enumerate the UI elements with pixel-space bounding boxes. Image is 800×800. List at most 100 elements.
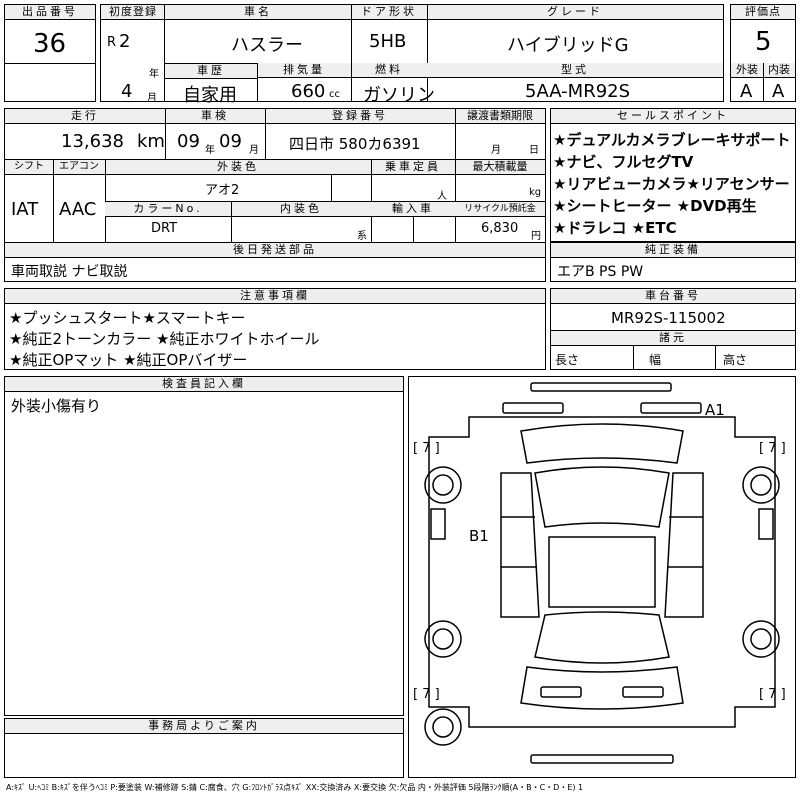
ext-label: 外装 — [731, 63, 763, 78]
score-label: 評価点 — [731, 5, 795, 20]
lot-box: 出品番号 36 — [4, 4, 96, 102]
reg-year: 2 — [119, 31, 131, 52]
recycle-label: リサイクル預託金 — [455, 202, 545, 217]
history-label: 車歴 — [165, 63, 257, 79]
office-label: 事務局よりご案内 — [5, 719, 403, 734]
model-label: 型式 — [427, 63, 723, 78]
colorno-label: カラーNo. — [105, 202, 231, 217]
displacement-unit: cc — [329, 89, 340, 100]
fuel-value: ガソリン — [363, 85, 435, 106]
inspection-month-unit: 月 — [249, 145, 259, 156]
plate-label: 登録番号 — [265, 109, 455, 124]
inspection-month: 09 — [219, 131, 242, 152]
inspection-year: 09 — [177, 131, 200, 152]
mileage-value: 13,638 — [61, 131, 124, 152]
car-diagram-box: A1 B1 [ 7 ] [ 7 ] [ 7 ] [ 7 ] — [408, 376, 796, 778]
year-unit: 年 — [149, 69, 159, 80]
bracket-mark: [ 7 ] — [759, 441, 786, 456]
interior-unit: 系 — [357, 231, 367, 242]
lot-label: 出品番号 — [5, 5, 95, 20]
score-box: 評価点 5 外装 内装 A A — [730, 4, 796, 102]
colorno-value: DRT — [151, 221, 178, 236]
inspector-box: 検査員記入欄 外装小傷有り — [4, 376, 404, 716]
plate-value: 四日市 580カ6391 — [289, 135, 421, 153]
int-value: A — [772, 81, 785, 102]
capacity-label: 乗車定員 — [371, 160, 455, 175]
mileage-label: 走行 — [5, 109, 165, 124]
grade-label: グレード — [427, 5, 723, 20]
mileage-unit: km — [137, 131, 165, 152]
later-label: 後日発送部品 — [5, 243, 545, 258]
inspector-value: 外装小傷有り — [11, 397, 102, 415]
transfer-day: 日 — [529, 145, 539, 156]
later-value: 車両取説 ナビ取説 — [11, 264, 128, 280]
capacity-unit: 人 — [437, 191, 447, 202]
displacement-value: 660 — [291, 81, 326, 102]
ac-value: AAC — [59, 199, 97, 220]
legend-text: A:ｷｽﾞ U:ﾍｺﾐ B:ｷｽﾞを伴うﾍｺﾐ P:要塗装 W:補修跡 S:錆 … — [6, 783, 584, 792]
chassis-box: 車台番号 MR92S-115002 諸元 長さ 幅 高さ — [550, 288, 796, 370]
grade-value: ハイブリッドG — [507, 35, 629, 56]
import-label: 輸入車 — [371, 202, 455, 217]
bracket-mark: [ 7 ] — [413, 687, 440, 702]
notes-line: ★純正OPマット ★純正OPバイザー — [9, 351, 248, 369]
notes-box: 注意事項欄 ★プッシュスタート★スマートキー ★純正2トーンカラー ★純正ホワイ… — [4, 288, 546, 370]
shift-label: シフト — [5, 160, 53, 175]
first-reg-label: 初度登録 — [101, 5, 165, 20]
selling-point-item: ★ドラレコ ★ETC — [553, 219, 677, 237]
era: R — [107, 35, 117, 50]
notes-line: ★純正2トーンカラー ★純正ホワイトホイール — [9, 330, 320, 348]
history-value: 自家用 — [183, 85, 237, 106]
chassis-value: MR92S-115002 — [611, 309, 726, 327]
selling-point-item: ★ナビ、フルセグTV — [553, 153, 694, 171]
score-value: 5 — [755, 27, 772, 57]
int-label: 内装 — [763, 63, 795, 78]
model-value: 5AA-MR92S — [525, 81, 631, 102]
load-label: 最大積載量 — [455, 160, 545, 175]
notes-label: 注意事項欄 — [5, 289, 545, 304]
transfer-label: 譲渡書類期限 — [455, 109, 545, 124]
inspector-label: 検査員記入欄 — [5, 377, 403, 392]
selling-points-box: セールスポイント ★デュアルカメラブレーキサポート ★ナビ、フルセグTV ★リア… — [550, 108, 796, 242]
lot-value: 36 — [33, 29, 67, 59]
shift-value: IAT — [11, 199, 39, 220]
selling-points-label: セールスポイント — [551, 109, 795, 124]
selling-point-item: ★デュアルカメラブレーキサポート — [553, 131, 791, 149]
inspection-year-unit: 年 — [205, 145, 215, 156]
notes-line: ★プッシュスタート★スマートキー — [9, 309, 246, 327]
color-label: 外装色 — [105, 160, 371, 175]
selling-point-item: ★シートヒーター ★DVD再生 — [553, 197, 757, 215]
displacement-label: 排気量 — [257, 63, 351, 78]
bracket-mark: [ 7 ] — [413, 441, 440, 456]
ext-value: A — [740, 81, 753, 102]
ac-label: エアコン — [53, 160, 105, 175]
damage-mark-b1: B1 — [469, 527, 489, 545]
recycle-unit: 円 — [531, 231, 541, 242]
transfer-month: 月 — [491, 145, 501, 156]
load-unit: kg — [529, 187, 542, 198]
equipment-box: 純正装備 エアB PS PW — [550, 242, 796, 282]
name-label: 車名 — [165, 5, 351, 20]
month-unit: 月 — [147, 93, 157, 104]
chassis-label: 車台番号 — [551, 289, 795, 304]
inspection-label: 車検 — [165, 109, 265, 124]
vehicle-header-box: 初度登録 車名 ドア形状 グレード R 2 年 ハスラー 5HB ハイブリッドG… — [100, 4, 724, 106]
width-label: 幅 — [649, 353, 662, 367]
recycle-value: 6,830 — [481, 221, 519, 236]
door-value: 5HB — [369, 31, 407, 52]
bracket-mark: [ 7 ] — [759, 687, 786, 702]
fuel-label: 燃料 — [351, 63, 427, 78]
damage-mark-a1: A1 — [705, 401, 725, 419]
office-box: 事務局よりご案内 — [4, 718, 404, 778]
length-label: 長さ — [555, 353, 580, 367]
selling-point-item: ★リアビューカメラ★リアセンサー — [553, 175, 790, 193]
height-label: 高さ — [723, 353, 748, 367]
interior-label: 内装色 — [231, 202, 371, 217]
door-label: ドア形状 — [351, 5, 427, 20]
specs-label: 諸元 — [551, 331, 795, 346]
vehicle-details-box: 走行 車検 登録番号 譲渡書類期限 13,638 km 09 年 09 月 四日… — [4, 108, 546, 282]
equipment-value: エアB PS PW — [557, 264, 644, 280]
car-diagram — [424, 382, 780, 764]
reg-month: 4 — [121, 81, 133, 102]
equipment-label: 純正装備 — [551, 243, 795, 258]
